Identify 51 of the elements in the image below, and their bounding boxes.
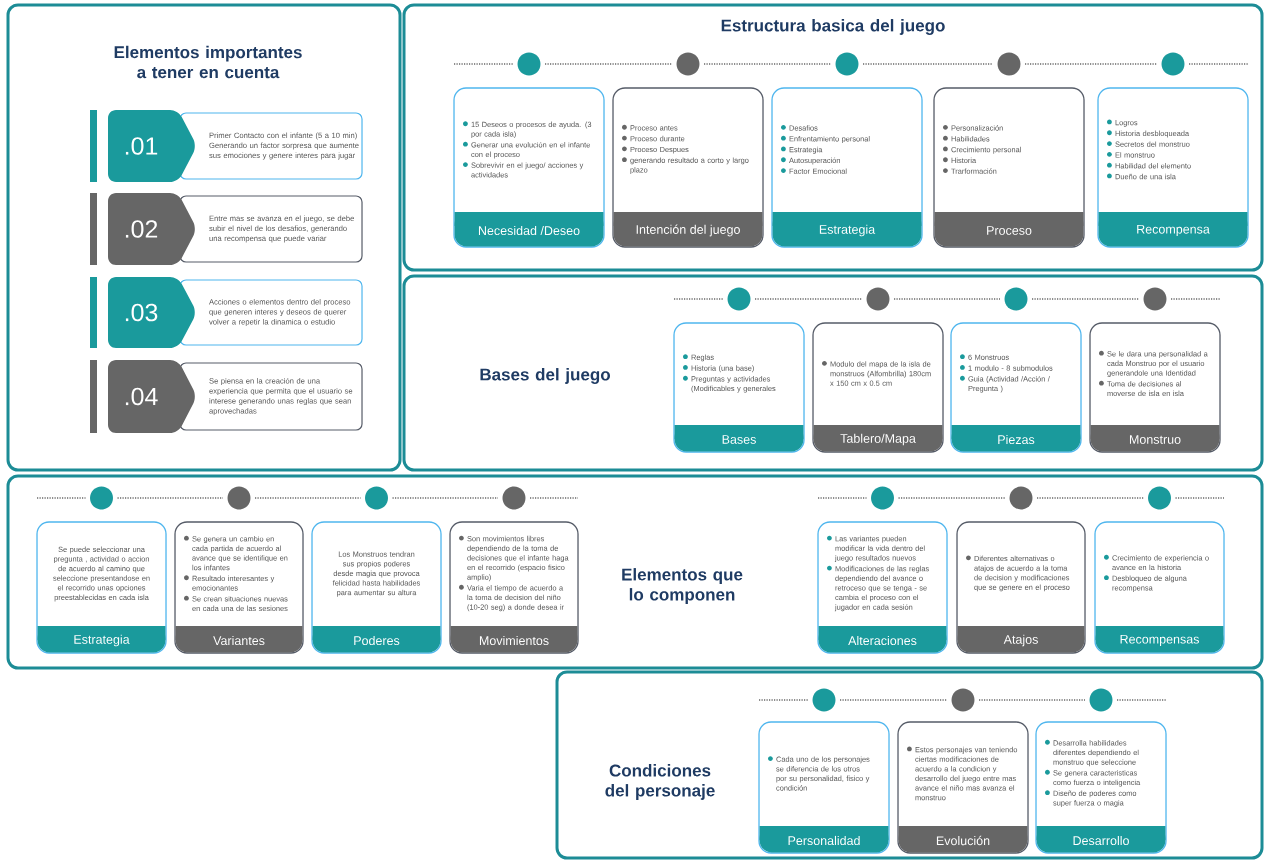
section-title: Condiciones del personaje (605, 764, 715, 800)
numbered-step-card (90, 277, 363, 348)
info-card (956, 521, 1086, 654)
step-number: .01 (125, 137, 158, 155)
section-title: Elementos importantes a tener en cuenta (114, 45, 302, 79)
info-card (897, 721, 1029, 854)
numbered-step-card (90, 360, 363, 433)
card-footer: Poderes (312, 626, 441, 653)
info-card (612, 87, 764, 248)
info-card (453, 87, 605, 248)
info-card (311, 521, 442, 654)
numbered-step-card (90, 193, 363, 265)
card-footer: Bases (674, 425, 804, 452)
info-card (812, 322, 944, 453)
section-title: Bases del juego (480, 368, 610, 384)
card-footer: Necesidad /Deseo (454, 212, 604, 247)
card-footer: Evolución (898, 826, 1028, 853)
info-card (758, 721, 890, 854)
numbered-step-card (90, 110, 363, 182)
info-card (673, 322, 805, 453)
card-footer: Piezas (951, 425, 1081, 452)
card-footer: Recompensa (1098, 212, 1248, 247)
info-card (1097, 87, 1249, 248)
card-footer: Intención del juego (613, 212, 763, 247)
step-number: .04 (125, 387, 158, 406)
card-footer: Desarrollo (1036, 826, 1166, 853)
info-card (1089, 322, 1221, 453)
info-card (1035, 721, 1167, 854)
info-card (449, 521, 579, 654)
info-card (36, 521, 167, 654)
step-number: .03 (125, 303, 158, 322)
info-card (1094, 521, 1225, 654)
section-title: Estructura basica del juego (721, 19, 945, 35)
info-card (771, 87, 923, 248)
card-footer: Personalidad (759, 826, 889, 853)
card-footer: Proceso (934, 212, 1084, 247)
info-card (817, 521, 948, 654)
card-footer: Monstruo (1090, 425, 1220, 452)
info-card (174, 521, 304, 654)
card-footer: Estrategia (772, 212, 922, 247)
info-card (950, 322, 1082, 453)
section-title: Elementos que lo componen (622, 568, 743, 604)
info-card (933, 87, 1085, 248)
card-footer: Tablero/Mapa (813, 425, 943, 452)
card-footer: Estrategia (37, 626, 166, 653)
card-footer: Atajos (957, 626, 1085, 653)
card-footer: Movimientos (450, 626, 578, 653)
card-footer: Recompensas (1095, 626, 1224, 653)
card-footer: Variantes (175, 626, 303, 653)
card-footer: Alteraciones (818, 626, 947, 653)
step-number: .02 (125, 220, 158, 238)
